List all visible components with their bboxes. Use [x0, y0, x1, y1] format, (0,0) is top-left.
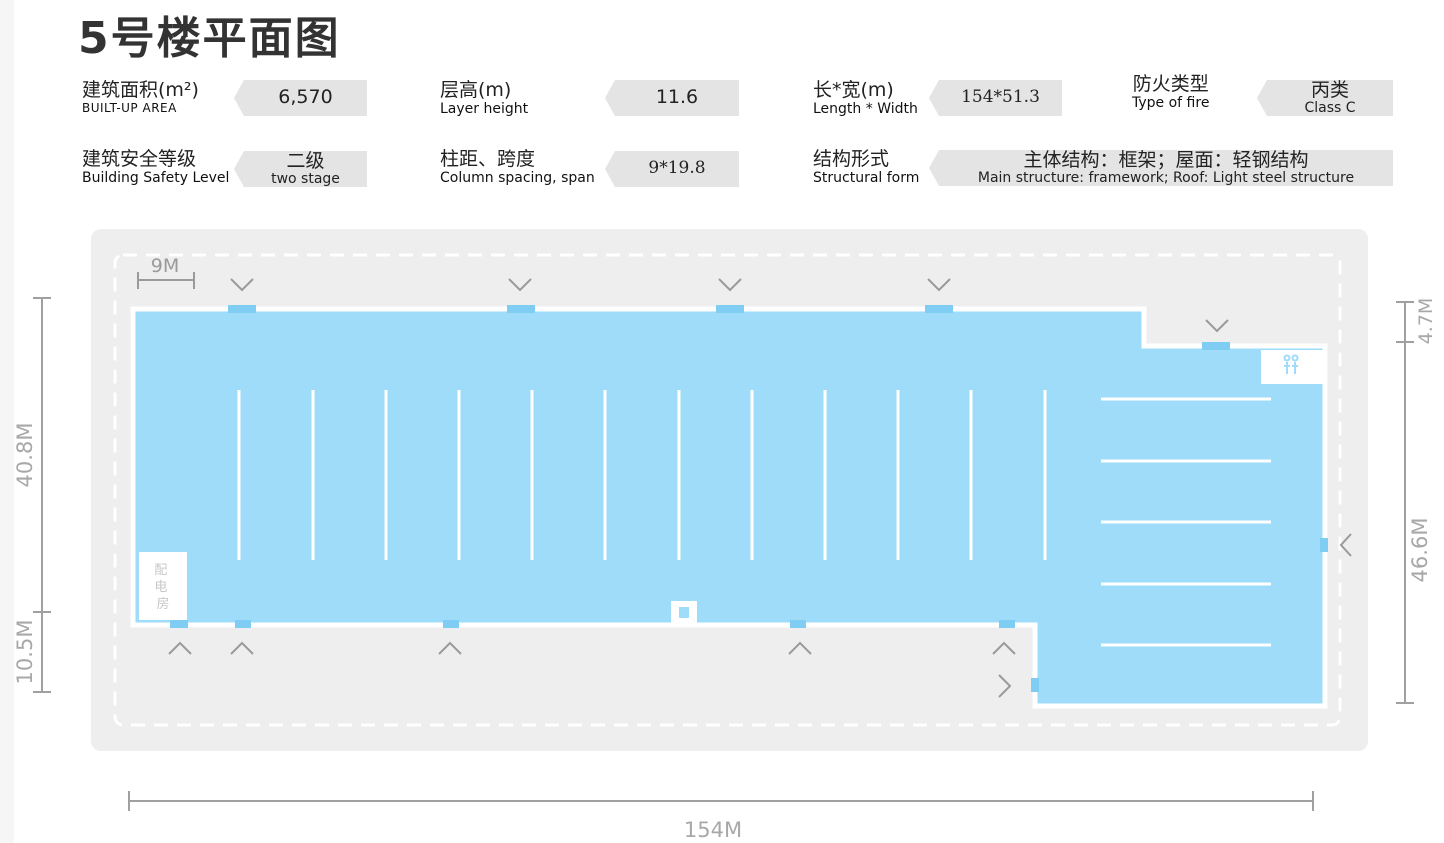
arrow-left-1 — [1339, 533, 1352, 557]
door-left-annex — [1031, 678, 1039, 692]
spec-lw-label-cn: 长*宽(m) — [813, 79, 894, 101]
spec-fire-value-cn: 丙类 — [1310, 78, 1349, 101]
spec-area-value: 6,570 — [234, 80, 367, 116]
spec-struct-value-en: Main structure: framework; Roof: Light s… — [977, 169, 1355, 186]
entrance-arrow-icon — [168, 278, 1352, 698]
arrow-up-5 — [992, 641, 1016, 655]
door-top-3 — [716, 305, 744, 313]
dim-left-top: 40.8M — [13, 423, 37, 488]
spec-fire-label-cn: 防火类型 — [1132, 73, 1209, 95]
arrow-down-2 — [508, 278, 532, 292]
spec-area-value-text: 6,570 — [278, 86, 333, 109]
left-margin-strip — [0, 0, 14, 843]
spec-column-label-en: Column spacing, span — [440, 169, 595, 186]
column-block-inner — [679, 607, 689, 618]
spec-safety-value-cn: 二级 — [286, 149, 325, 172]
column-lines — [237, 390, 1047, 560]
spec-column-label-cn: 柱距、跨度 — [440, 148, 536, 170]
spec-lw-value: 154*51.3 — [929, 80, 1062, 116]
scale-bar-label: 9M — [151, 255, 179, 277]
power-room — [139, 552, 187, 620]
spec-fire-value-en: Class C — [1304, 99, 1356, 116]
spec-safety-label-cn: 建筑安全等级 — [82, 148, 197, 170]
scale-bar — [137, 272, 195, 289]
spec-area-label: 建筑面积(m²) BUILT-UP AREA — [82, 80, 199, 115]
spec-lw-label: 长*宽(m) Length * Width — [813, 80, 918, 117]
spec-fire-value: 丙类 Class C — [1257, 78, 1393, 116]
spec-lw-value-text: 154*51.3 — [961, 87, 1040, 108]
spec-height-label-cn: 层高(m) — [440, 79, 512, 101]
spec-fire-label: 防火类型 Type of fire — [1132, 74, 1209, 111]
building-floor — [130, 306, 1328, 709]
door-right-1 — [1320, 538, 1328, 552]
door-top-2 — [507, 305, 535, 313]
arrow-down-4 — [927, 278, 951, 292]
spec-area-label-cn: 建筑面积(m²) — [82, 79, 199, 101]
spec-height-label: 层高(m) Layer height — [440, 80, 528, 117]
door-bottom-1 — [170, 620, 188, 628]
power-room-label: 配 电 房 — [154, 563, 171, 612]
door-bottom-2 — [235, 620, 251, 628]
spec-struct-label: 结构形式 Structural form — [813, 149, 919, 186]
spec-struct-value: 主体结构：框架；屋面：轻钢结构 Main structure: framewor… — [929, 148, 1393, 186]
door-top-4 — [925, 305, 953, 313]
door-bottom-5 — [999, 620, 1015, 628]
arrow-up-1 — [168, 641, 192, 655]
arrow-down-1 — [230, 278, 254, 292]
arrow-up-3 — [438, 641, 462, 655]
restroom-icon — [1283, 354, 1299, 374]
spec-column-label: 柱距、跨度 Column spacing, span — [440, 149, 595, 186]
spec-struct-label-en: Structural form — [813, 169, 920, 186]
spec-height-value-text: 11.6 — [655, 86, 699, 109]
spec-lw-label-en: Length * Width — [813, 100, 918, 117]
spec-height-value: 11.6 — [605, 80, 739, 116]
page-title: 5号楼平面图 — [78, 13, 341, 64]
spec-struct-label-cn: 结构形式 — [813, 148, 890, 170]
door-bottom-3 — [443, 620, 459, 628]
dim-right-bottom: 46.6M — [1408, 518, 1432, 583]
site-boundary — [113, 253, 1342, 727]
door-bottom-4 — [790, 620, 806, 628]
spec-column-value: 9*19.8 — [605, 151, 739, 187]
spec-fire-label-en: Type of fire — [1132, 94, 1210, 111]
arrow-up-2 — [230, 641, 254, 655]
dim-bottom: 154M — [684, 818, 742, 842]
left-dimension — [33, 297, 51, 693]
arrow-down-3 — [718, 278, 742, 292]
spec-safety-value-en: two stage — [271, 170, 340, 187]
spec-area-label-en: BUILT-UP AREA — [82, 100, 177, 115]
annex-lines — [1101, 397, 1271, 647]
door-openings — [170, 305, 1328, 692]
dim-right-top: 4.7M — [1415, 298, 1437, 345]
spec-struct-value-cn: 主体结构：框架；屋面：轻钢结构 — [1023, 148, 1309, 171]
arrow-right-1 — [998, 674, 1012, 698]
arrow-down-5 — [1205, 319, 1229, 333]
right-dimension — [1396, 301, 1414, 704]
spec-safety-label-en: Building Safety Level — [82, 169, 230, 186]
arrow-up-4 — [788, 641, 812, 655]
door-top-5 — [1202, 342, 1230, 350]
spec-column-value-text: 9*19.8 — [648, 158, 706, 179]
spec-safety-value: 二级 two stage — [234, 149, 367, 187]
spec-height-label-en: Layer height — [440, 100, 529, 117]
door-top-1 — [228, 305, 256, 313]
dim-left-bottom: 10.5M — [13, 620, 37, 685]
bottom-dimension — [128, 791, 1314, 811]
spec-safety-label: 建筑安全等级 Building Safety Level — [82, 149, 229, 186]
